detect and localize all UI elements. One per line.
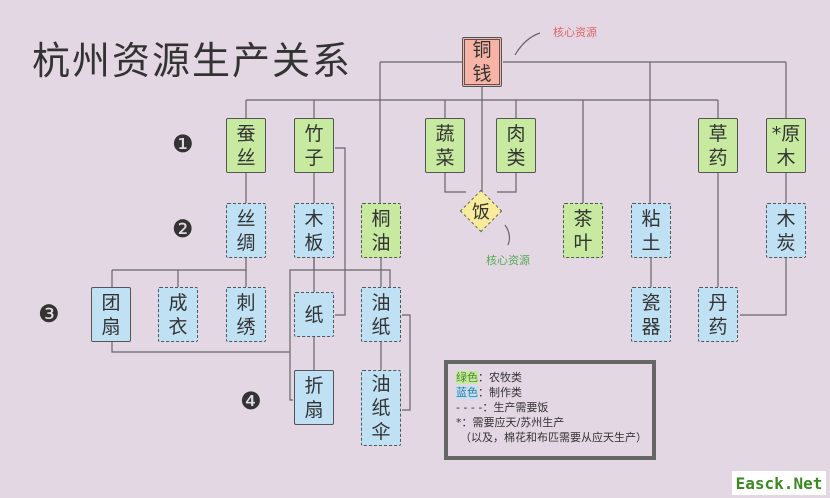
node-yuanmu: *原 木 <box>766 118 806 173</box>
node-label: 成 衣 <box>168 291 188 338</box>
node-label: 铜 钱 <box>472 39 492 85</box>
node-niantu: 粘 土 <box>631 203 671 258</box>
node-label: 肉 类 <box>506 122 526 169</box>
node-youzhi: 油 纸 <box>361 287 401 342</box>
legend-note: （以及，棉花和布匹需要从应天生产） <box>460 431 647 444</box>
watermark: Easck.Net <box>732 471 826 495</box>
node-label: 团 扇 <box>101 291 121 338</box>
node-label: 油 纸 <box>371 291 391 338</box>
node-label: 瓷 器 <box>641 291 661 338</box>
node-label: 饭 <box>472 202 490 223</box>
node-zhi: 纸 <box>294 292 334 337</box>
legend-star-value: ：需要应天/苏州生产 <box>461 416 565 429</box>
node-label: 木 板 <box>304 207 324 254</box>
node-label: 粘 土 <box>641 207 661 254</box>
node-label: 油 纸 伞 <box>371 373 391 443</box>
page-title: 杭州资源生产关系 <box>32 39 353 83</box>
node-label: 草 药 <box>708 122 728 169</box>
node-label: 纸 <box>304 303 324 326</box>
legend: 绿色：农牧类 蓝色：制作类 - - - -：生产需要饭 *：需要应天/苏州生产 … <box>444 360 656 460</box>
node-danyao: 丹 药 <box>698 287 738 342</box>
level-4-marker: ❹ <box>240 387 262 415</box>
node-tongqian: 铜 钱 <box>462 37 502 87</box>
node-cansi: 蚕 丝 <box>226 118 266 173</box>
node-youzhisan: 油 纸 伞 <box>361 370 401 446</box>
legend-blue-key: 蓝色 <box>456 386 478 399</box>
node-fan: 饭 <box>462 192 500 230</box>
node-chaye: 茶 叶 <box>563 203 603 258</box>
node-label: 桐 油 <box>371 207 391 254</box>
node-label: 木 炭 <box>776 207 796 254</box>
legend-blue-value: ：制作类 <box>478 386 522 399</box>
legend-star-key: * <box>456 416 462 429</box>
legend-dash-key: - - - - <box>456 401 483 414</box>
level-2-marker: ❷ <box>172 215 194 243</box>
node-ciqi: 瓷 器 <box>631 287 671 342</box>
node-caoyao: 草 药 <box>698 118 738 173</box>
node-zheshan: 折 扇 <box>294 370 334 425</box>
node-label: 丹 药 <box>708 291 728 338</box>
node-cixiu: 刺 绣 <box>226 287 266 342</box>
node-roulei: 肉 类 <box>496 118 536 173</box>
node-shucai: 蔬 菜 <box>425 118 465 173</box>
node-mutan: 木 炭 <box>766 203 806 258</box>
legend-green-key: 绿色 <box>456 371 478 384</box>
node-label: 刺 绣 <box>236 291 256 338</box>
node-tongyou: 桐 油 <box>361 203 401 258</box>
node-label: 折 扇 <box>304 374 324 421</box>
node-tuanshan: 团 扇 <box>91 287 131 342</box>
node-label: 丝 绸 <box>236 207 256 254</box>
node-label: 茶 叶 <box>573 207 593 254</box>
node-sichou: 丝 绸 <box>226 203 266 258</box>
node-label: *原 木 <box>771 122 801 169</box>
legend-dash-value: ：生产需要饭 <box>482 401 549 414</box>
node-zhuzi: 竹 子 <box>294 118 334 173</box>
legend-green-value: ：农牧类 <box>478 371 522 384</box>
node-label: 竹 子 <box>304 122 324 169</box>
level-3-marker: ❸ <box>38 300 60 328</box>
core-resource-note: 核心资源 <box>553 26 597 39</box>
node-chengyi: 成 衣 <box>158 287 198 342</box>
core-resource-note-2: 核心资源 <box>486 254 530 267</box>
level-1-marker: ❶ <box>172 130 194 158</box>
node-muban: 木 板 <box>294 203 334 258</box>
node-label: 蔬 菜 <box>435 122 455 169</box>
node-label: 蚕 丝 <box>236 122 256 169</box>
